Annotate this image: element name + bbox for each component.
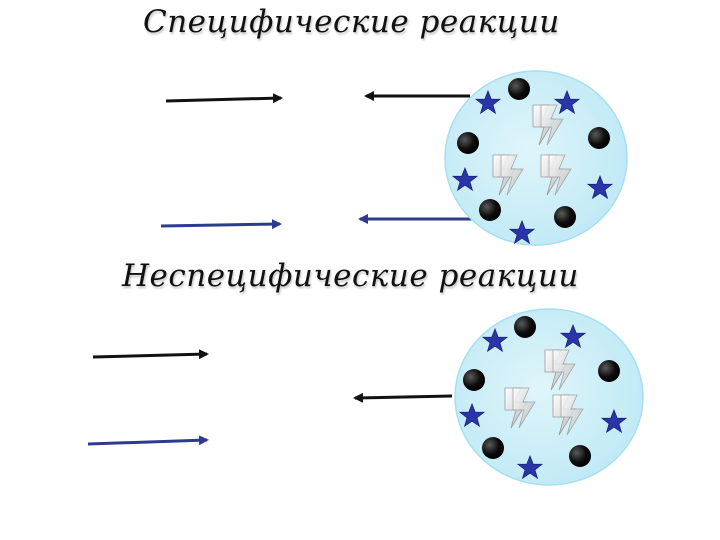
arrow-left-black-bottom [353,392,453,403]
dot-icon [514,316,536,338]
dot-icon [482,437,504,459]
cell-body [454,308,644,486]
dot-icon [569,445,591,467]
dot-icon [598,360,620,382]
arrow-right-blue-top [160,219,282,230]
cell-body [444,70,628,246]
title-specific-reactions: Специфические реакции [143,4,560,40]
title-nonspecific-reactions: Неспецифические реакции [122,258,579,294]
dot-icon [554,206,576,228]
arrow-right-black-bottom [92,349,209,360]
dot-icon [457,132,479,154]
arrow-right-blue-bottom [87,435,209,446]
dot-icon [588,127,610,149]
dot-icon [508,78,530,100]
arrow-right-black-top [165,93,283,104]
dot-icon [479,199,501,221]
cell-bottom [454,308,644,486]
cell-top [444,70,628,246]
dot-icon [463,369,485,391]
